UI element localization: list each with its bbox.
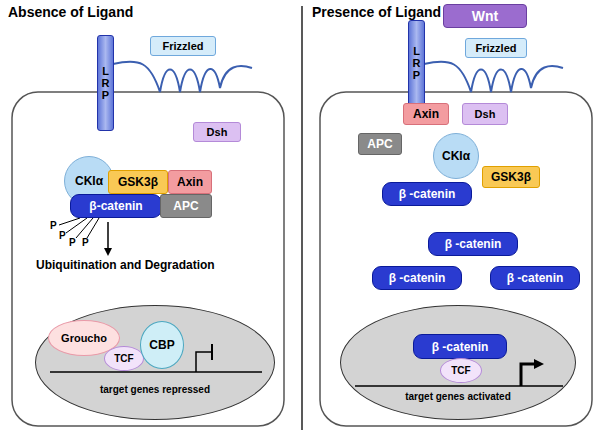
dsh-box: Dsh <box>462 103 508 125</box>
tcf-ellipse: TCF <box>440 358 482 383</box>
node-text: CBP <box>149 338 174 352</box>
frizzled-transmembrane <box>113 62 252 92</box>
node-text: TCF <box>451 365 470 376</box>
apc-box: APC <box>358 133 402 155</box>
node-text: GSK3β <box>118 175 158 189</box>
beta-catenin-box: β-catenin <box>70 194 162 218</box>
node-text: APC <box>173 199 198 213</box>
degradation-arrow <box>107 222 109 254</box>
node-text: TCF <box>114 353 133 364</box>
absence-title: Absence of Ligand <box>8 4 133 20</box>
lrp-receptor: LRP <box>408 20 425 106</box>
node-text: CKIα <box>75 174 103 188</box>
beta-catenin-box: β -catenin <box>413 334 507 359</box>
node-text: target genes repressed <box>36 384 274 395</box>
node-text: LRP <box>411 45 422 81</box>
phospho-label: P <box>82 237 89 248</box>
frizzled-box: Frizzled <box>150 36 216 56</box>
phosphate-bond <box>87 218 99 238</box>
phospho-label: P <box>69 237 76 248</box>
beta-catenin-box: β -catenin <box>428 232 518 256</box>
beta-catenin-box: β -catenin <box>382 182 472 206</box>
phospho-label: P <box>59 230 66 241</box>
frizzled-box: Frizzled <box>465 38 527 58</box>
phosphate-bond <box>76 218 93 238</box>
presence-title: Presence of Ligand <box>312 4 441 20</box>
node-text: Axin <box>177 175 203 189</box>
process-label: Ubiquitination and Degradation <box>36 258 215 272</box>
node-text: Frizzled <box>163 40 204 52</box>
wnt-ligand: Wnt <box>443 4 527 28</box>
node-text: β-catenin <box>89 199 142 213</box>
gsk3b-box: GSK3β <box>482 166 540 188</box>
phosphate-bond <box>59 218 80 225</box>
lrp-receptor: LRP <box>97 35 114 131</box>
node-text: Dsh <box>207 126 228 138</box>
ckia-circle: CKIα <box>433 133 479 179</box>
phosphate-bond <box>66 218 87 233</box>
node-text: β -catenin <box>507 271 564 285</box>
node-text: Frizzled <box>476 42 517 54</box>
node-text: LRP <box>100 65 111 101</box>
node-text: β -catenin <box>432 340 489 354</box>
node-text: β -catenin <box>399 187 456 201</box>
nucleus: target genes activated β -cateninTCF <box>340 305 576 420</box>
phospho-label: P <box>50 220 57 231</box>
nucleus: target genes repressed GrouchoTCF CBP <box>35 305 275 420</box>
node-text: β -catenin <box>445 237 502 251</box>
dsh-box: Dsh <box>193 122 241 142</box>
node-text: β -catenin <box>389 271 446 285</box>
node-text: Axin <box>413 107 439 121</box>
node-text: GSK3β <box>491 170 531 184</box>
node-text: Wnt <box>472 8 498 24</box>
cbp-circle: CBP <box>140 321 184 369</box>
divider <box>301 6 303 430</box>
tcf-ellipse: TCF <box>104 346 144 371</box>
node-text: CKIα <box>442 149 470 163</box>
apc-box: APC <box>160 194 212 218</box>
frizzled-transmembrane <box>424 62 563 92</box>
node-text: Groucho <box>61 332 107 344</box>
node-text: Dsh <box>475 108 496 120</box>
node-text: APC <box>367 137 392 151</box>
axin-box: Axin <box>168 170 212 194</box>
gsk3b-box: GSK3β <box>108 170 168 194</box>
node-text: target genes activated <box>341 391 575 402</box>
cell-outline <box>320 92 592 426</box>
beta-catenin-box: β -catenin <box>490 266 580 290</box>
cell-outline <box>12 92 284 426</box>
beta-catenin-box: β -catenin <box>372 266 462 290</box>
axin-box: Axin <box>403 103 449 125</box>
